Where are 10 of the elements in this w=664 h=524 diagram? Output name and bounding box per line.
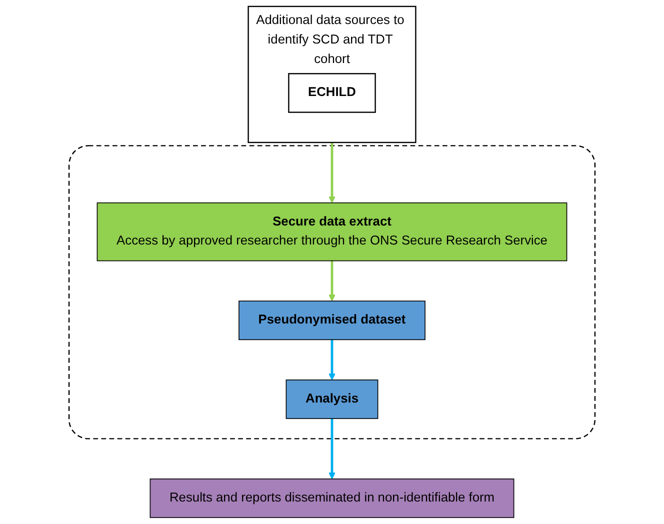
arrow: [328, 260, 336, 302]
node-box: Analysis: [286, 380, 378, 419]
node-box: ECHILD: [288, 73, 376, 113]
node-box: Results and reports disseminated in non-identifiable form: [150, 478, 514, 518]
arrow: [328, 340, 336, 380]
arrow: [328, 418, 336, 480]
cluster: [68, 145, 596, 440]
node-box: Pseudonymised dataset: [238, 300, 426, 340]
arrow: [328, 142, 336, 204]
node-box: Secure data extract Access by approved researcher through the ONS Secure Research Service: [96, 202, 568, 262]
